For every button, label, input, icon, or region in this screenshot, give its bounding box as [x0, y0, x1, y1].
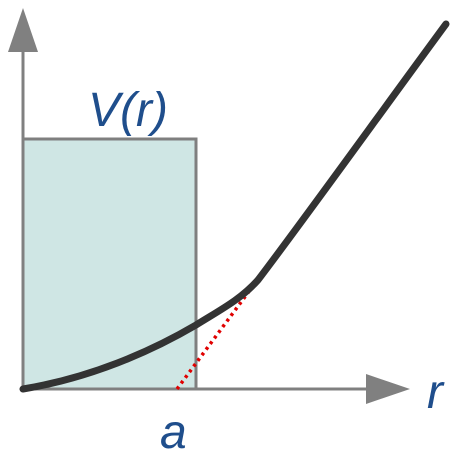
x-axis-arrow-icon [366, 374, 410, 404]
potential-curve [19, 20, 450, 393]
square-well-region [21, 137, 198, 391]
potential-label: V(r) [88, 84, 168, 137]
y-axis-arrow-icon [8, 8, 38, 52]
well-edge-label: a [160, 406, 187, 457]
x-axis-label: r [427, 366, 445, 419]
